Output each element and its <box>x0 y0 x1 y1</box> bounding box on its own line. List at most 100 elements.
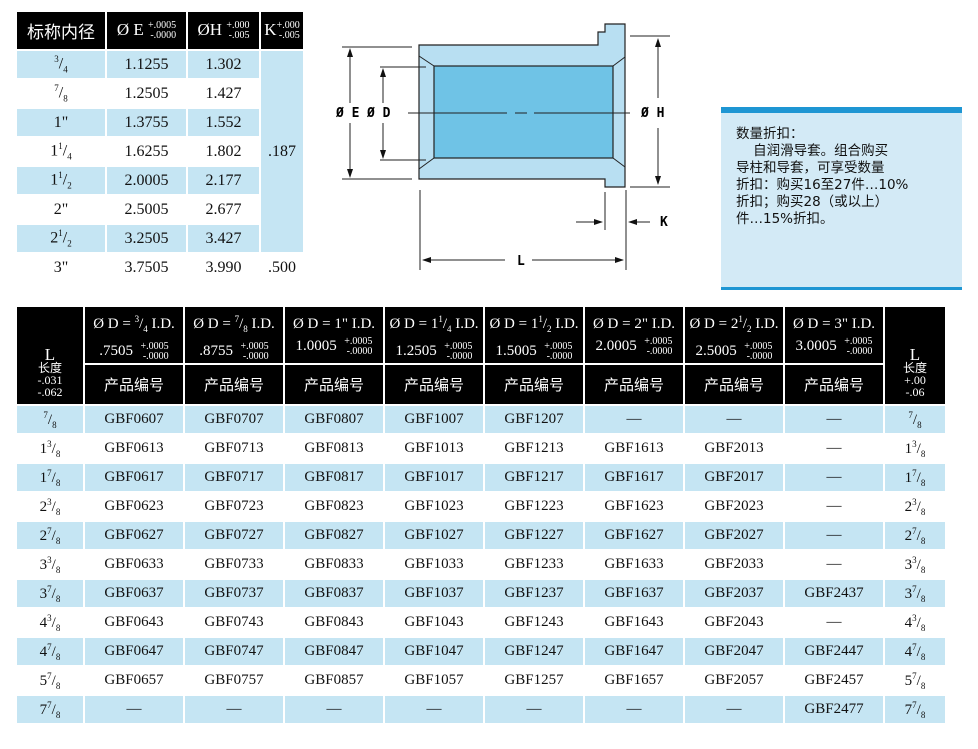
tol-plus: +.0005 <box>544 340 573 352</box>
part-number-cell: GBF2047 <box>685 638 783 665</box>
part-number-cell: — <box>385 696 483 723</box>
h-value: 3.990 <box>188 254 259 281</box>
numerator: 3 <box>912 438 917 449</box>
numerator: 3 <box>912 554 917 565</box>
discount-info-box: 数量折扣： 自润滑导套。组合购买 导柱和导套，可享受数量 折扣：购买16至27件… <box>721 107 962 290</box>
k-value: .500 <box>261 254 303 281</box>
e-value: 2.0005 <box>107 167 186 194</box>
part-number-cell: GBF1037 <box>385 580 483 607</box>
denominator: 8 <box>920 593 926 604</box>
tol-plus: +.000 <box>276 20 300 32</box>
id-suffix: I.D. <box>347 316 376 332</box>
id-tolerance: +.0005-.0000 <box>241 341 269 362</box>
denominator: 8 <box>920 680 926 691</box>
length-cell: 13/8 <box>885 435 945 462</box>
part-number-cell: GBF1237 <box>485 580 583 607</box>
part-number-cell: GBF1257 <box>485 667 583 694</box>
nominal-id: 7/8 <box>17 80 105 107</box>
part-number-cell: GBF2043 <box>685 609 783 636</box>
part-number-cell: GBF1643 <box>585 609 683 636</box>
tol-plus: +.0005 <box>344 335 373 347</box>
denominator: 8 <box>920 448 926 459</box>
part-number-cell: GBF0607 <box>85 406 183 433</box>
id-tolerance: +.0005-.0000 <box>344 335 373 357</box>
whole: 1 <box>530 316 539 332</box>
header-h: ØH +.000-.005 <box>188 12 259 49</box>
denominator: 8 <box>920 651 926 662</box>
part-number-cell: GBF1043 <box>385 609 483 636</box>
nominal-id: 11/2 <box>17 167 105 194</box>
tol-plus: +.00 <box>904 373 926 387</box>
part-number-cell: GBF1647 <box>585 638 683 665</box>
parts-table: L 长度 -.031 -.062 Ø D = 3/4 I.D. .7505 +.… <box>15 305 947 725</box>
length-cell: 17/8 <box>17 464 83 491</box>
part-number-cell: GBF0707 <box>185 406 283 433</box>
length-cell: 57/8 <box>885 667 945 694</box>
whole: 1 <box>39 440 48 457</box>
header-h-tol: +.000-.005 <box>226 21 249 41</box>
h-value: 2.177 <box>188 167 259 194</box>
part-number-cell: GBF0743 <box>185 609 283 636</box>
length-label: 长度 <box>37 361 62 375</box>
denominator: 8 <box>920 535 926 546</box>
numerator: 3 <box>47 496 52 507</box>
part-number-cell: — <box>585 696 683 723</box>
part-number-cell: GBF2017 <box>685 464 783 491</box>
spec-table: 标称内径 Ø E +.0005-.0000 ØH +.000-.005 K+.0… <box>15 10 305 283</box>
id-column-header: Ø D = 3/4 I.D. .7505 +.0005-.0000 <box>85 307 183 363</box>
e-value: 1.6255 <box>107 138 186 165</box>
part-number-cell: GBF0757 <box>185 667 283 694</box>
nominal-id: 2" <box>17 196 105 223</box>
id-value: 1.0005 <box>295 338 337 354</box>
denominator: 2 <box>67 238 72 249</box>
length-cell: 7/8 <box>17 406 83 433</box>
part-number-cell: GBF0823 <box>285 493 383 520</box>
part-number-header: 产品编号 <box>685 365 783 404</box>
denominator: 8 <box>55 535 61 546</box>
id-tolerance: +.0005-.0000 <box>141 341 169 362</box>
denominator: 8 <box>243 324 248 334</box>
denominator: 8 <box>55 651 61 662</box>
l-label: L <box>44 345 56 364</box>
header-e-tol: +.0005-.0000 <box>148 21 176 41</box>
numerator: 3 <box>134 314 140 324</box>
part-number-cell: GBF0627 <box>85 522 183 549</box>
nominal-id: 3/4 <box>17 51 105 78</box>
part-number-cell: GBF0633 <box>85 551 183 578</box>
length-cell: 17/8 <box>885 464 945 491</box>
tol-plus: -.031 <box>37 373 63 387</box>
denominator: 8 <box>55 477 61 488</box>
whole: 1" <box>53 113 69 131</box>
part-number-header: 产品编号 <box>485 365 583 404</box>
part-number-header: 产品编号 <box>85 365 183 404</box>
part-number-cell: GBF1213 <box>485 435 583 462</box>
whole: 1 <box>39 469 48 486</box>
part-number-header: 产品编号 <box>385 365 483 404</box>
tol-minus: -.0000 <box>646 345 673 357</box>
h-value: 1.427 <box>188 80 259 107</box>
id-tolerance: +.0005-.0000 <box>444 341 472 362</box>
k-value: .187 <box>261 51 303 252</box>
spec-row: 3" 3.7505 3.990.500 <box>17 254 303 281</box>
part-number-header: 产品编号 <box>185 365 283 404</box>
part-number-header: 产品编号 <box>285 365 383 404</box>
part-number-cell: GBF0847 <box>285 638 383 665</box>
length-cell: 23/8 <box>17 493 83 520</box>
nominal-id: 1" <box>17 109 105 136</box>
header-e: Ø E +.0005-.0000 <box>107 12 186 49</box>
part-number-cell: GBF1613 <box>585 435 683 462</box>
id-prefix: Ø D = <box>689 316 731 332</box>
numerator: 3 <box>54 54 59 65</box>
tol-minus: -.0000 <box>346 345 373 357</box>
e-value: 1.1255 <box>107 51 186 78</box>
e-value: 2.5005 <box>107 196 186 223</box>
part-number-cell: GBF0623 <box>85 493 183 520</box>
dimension-lines <box>342 35 670 270</box>
length-cell: 47/8 <box>17 638 83 665</box>
numerator: 7 <box>912 699 917 710</box>
numerator: 7 <box>47 583 52 594</box>
numerator: 1 <box>58 170 63 181</box>
length-cell: 27/8 <box>885 522 945 549</box>
